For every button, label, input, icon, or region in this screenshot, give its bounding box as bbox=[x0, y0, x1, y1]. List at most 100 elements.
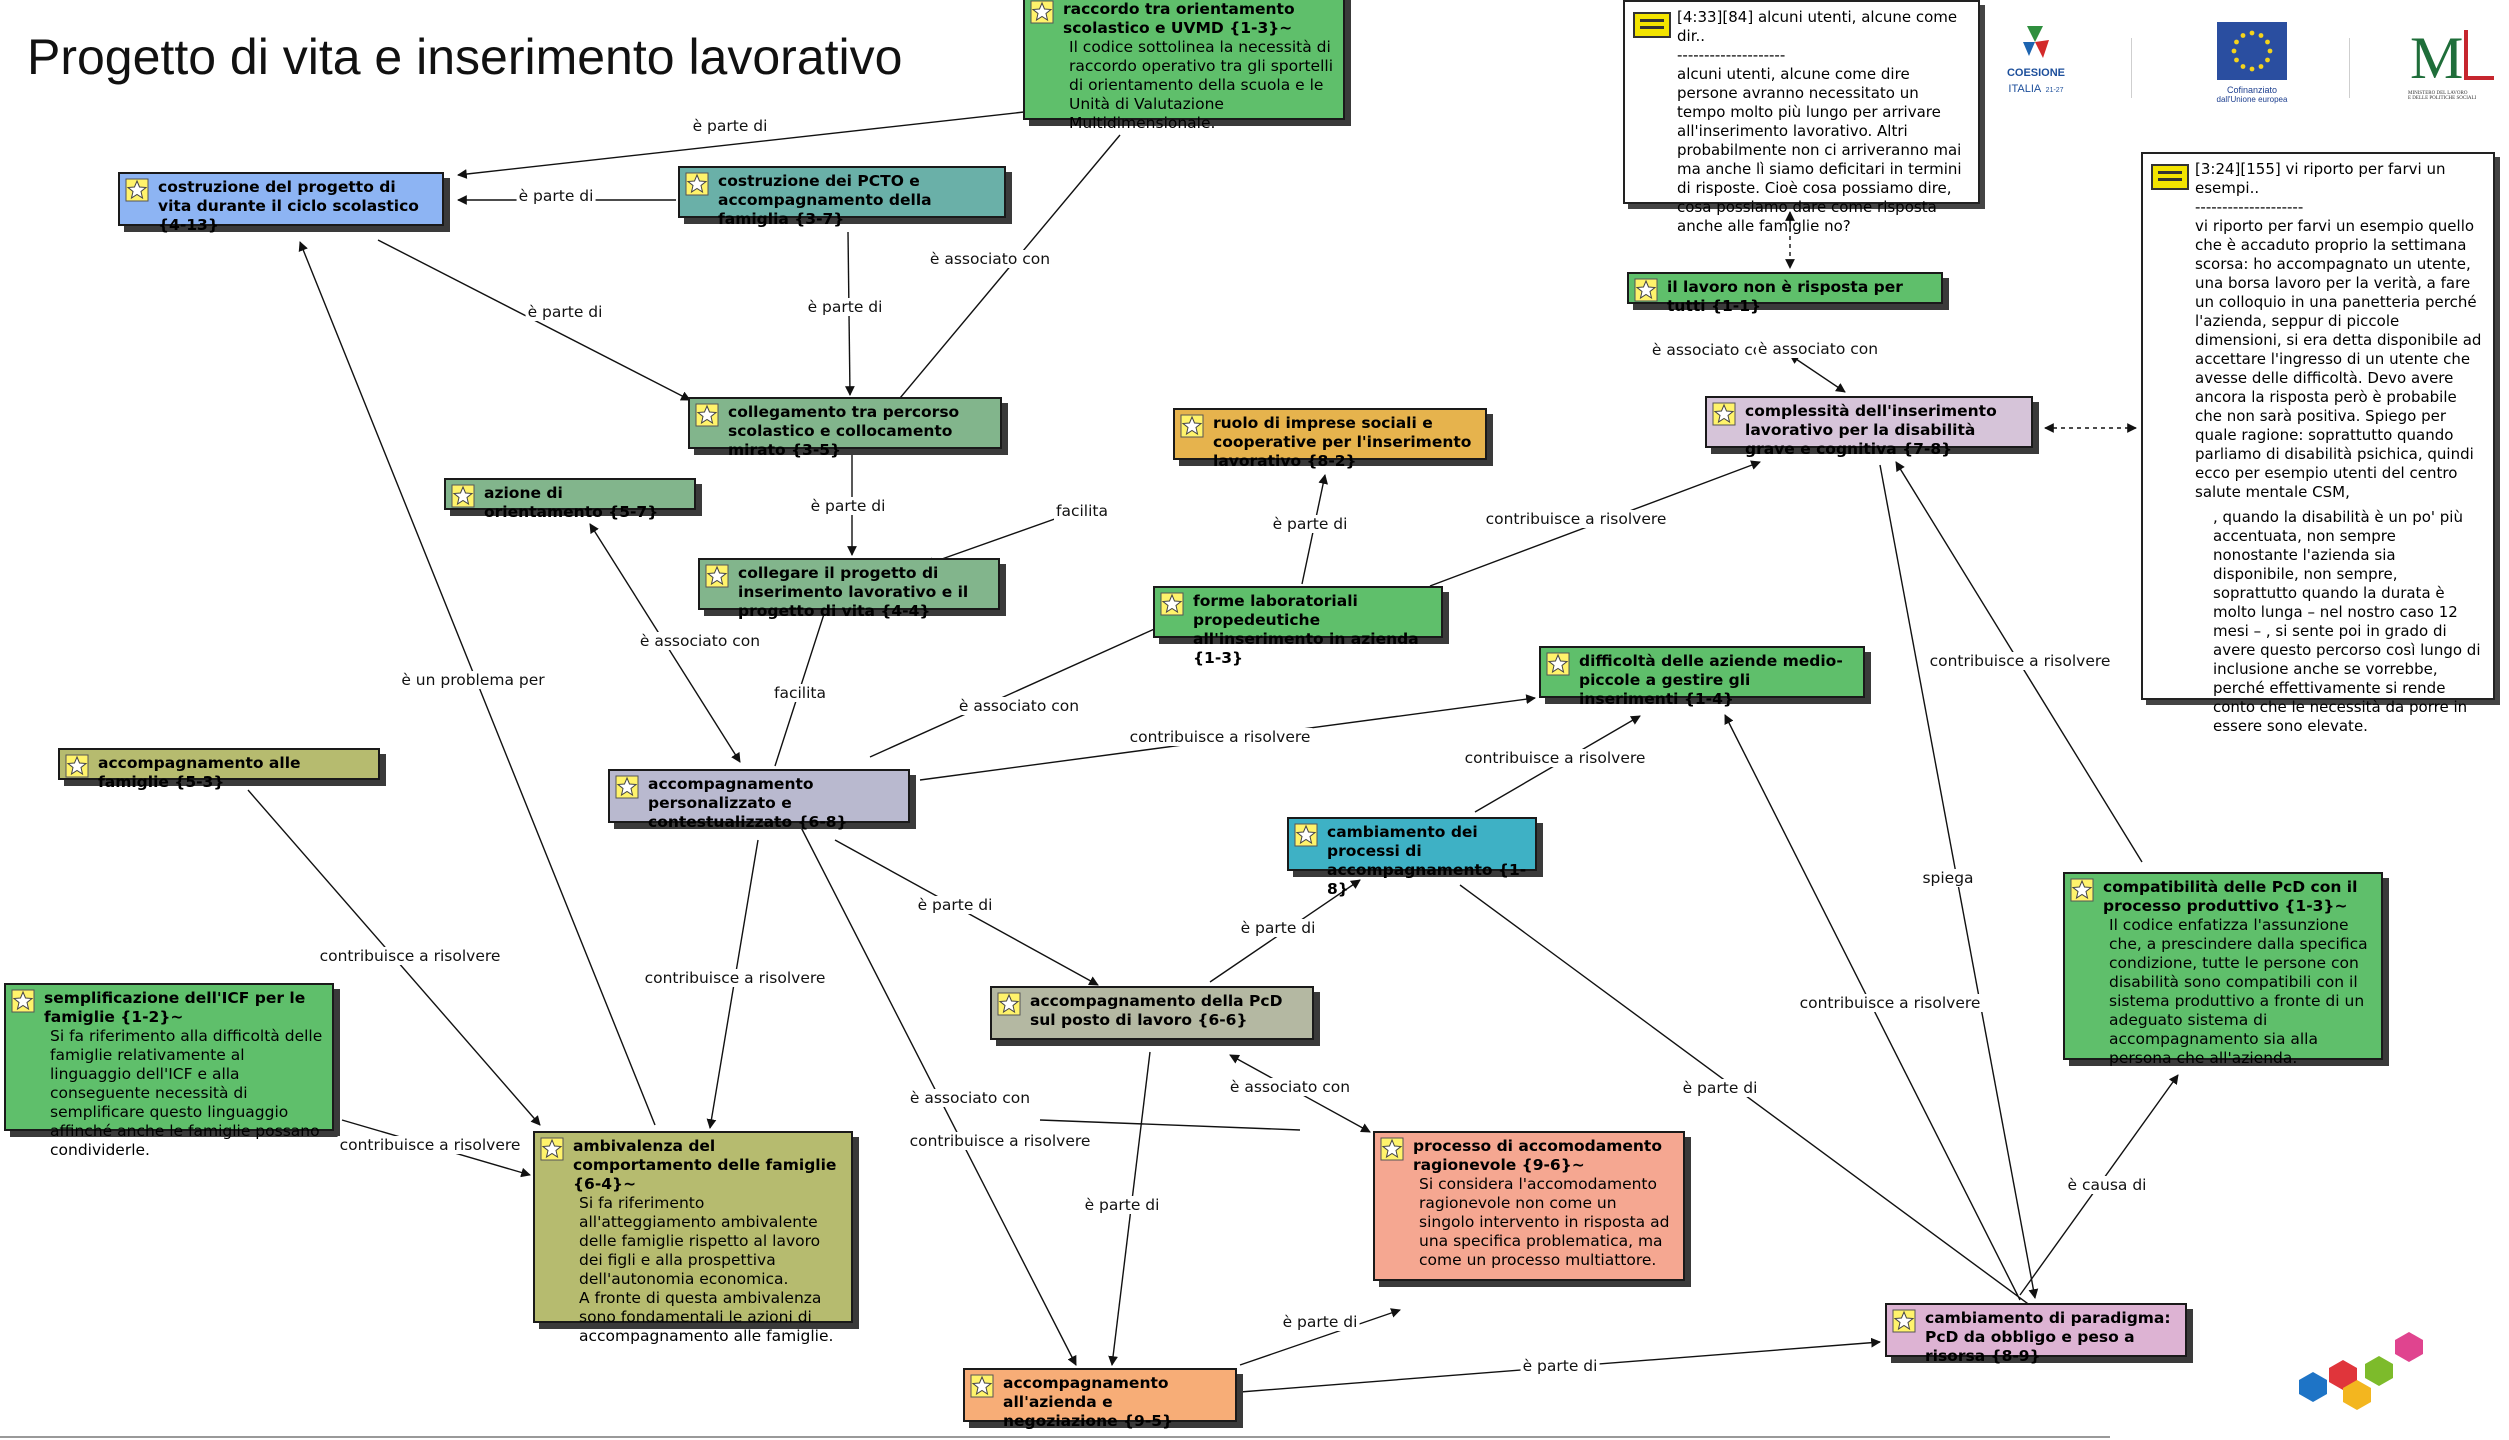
relation-label: facilita bbox=[1054, 502, 1110, 520]
node-collegamento-percorso[interactable]: collegamento tra percorso scolastico e c… bbox=[688, 397, 1002, 459]
relation-label: è associato con bbox=[637, 632, 763, 650]
relation-label: è associato con bbox=[1227, 1078, 1353, 1096]
relation-label: è associato con bbox=[956, 697, 1082, 715]
node-title: raccordo tra orientamento scolastico e U… bbox=[1063, 0, 1295, 37]
logo-line: E DELLE POLITICHE SOCIALI bbox=[2408, 96, 2477, 101]
relation-link[interactable] bbox=[774, 579, 837, 767]
code-star-icon bbox=[1180, 414, 1204, 438]
relation-label: contribuisce a risolvere bbox=[907, 1132, 1093, 1150]
relation-label: contribuisce a risolvere bbox=[337, 1136, 523, 1154]
node-title: accompagnamento all'azienda e negoziazio… bbox=[1003, 1374, 1174, 1430]
relation-label: è un problema per bbox=[399, 671, 547, 689]
relation-link[interactable] bbox=[869, 612, 1191, 758]
relation-label: è associato con bbox=[927, 250, 1053, 268]
code-star-icon bbox=[125, 178, 149, 202]
eu-cofinanziato-logo: Cofinanziato dall'Unione europea bbox=[2194, 22, 2310, 112]
relation-link[interactable] bbox=[785, 797, 1077, 1366]
node-title: semplificazione dell'ICF per le famiglie… bbox=[44, 989, 306, 1026]
code-star-icon bbox=[1712, 402, 1736, 426]
relation-label: è parte di bbox=[1238, 919, 1318, 937]
memo-icon bbox=[1633, 12, 1671, 38]
node-difficolta-aziende[interactable]: difficoltà delle aziende medio-piccole a… bbox=[1539, 646, 1865, 708]
code-star-icon bbox=[1892, 1309, 1916, 1333]
node-title: accompagnamento alle famiglie {5-3} bbox=[98, 754, 301, 791]
memo-icon bbox=[2151, 164, 2189, 190]
code-star-icon bbox=[11, 989, 35, 1013]
code-star-icon bbox=[540, 1137, 564, 1161]
node-comment: Si fa riferimento alla difficoltà delle … bbox=[50, 1027, 323, 1159]
relation-label: è parte di bbox=[1680, 1079, 1760, 1097]
node-title: collegamento tra percorso scolastico e c… bbox=[728, 403, 960, 459]
relation-label: facilita bbox=[772, 684, 828, 702]
node-title: collegare il progetto di inserimento lav… bbox=[738, 564, 969, 620]
relation-link[interactable] bbox=[889, 134, 1121, 411]
logo-line: COESIONE bbox=[2006, 67, 2066, 79]
memo-quotation-3-24[interactable]: [3:24][155] vi riporto per farvi un esem… bbox=[2141, 152, 2495, 735]
relation-label: contribuisce a risolvere bbox=[1127, 728, 1313, 746]
relation-label: è parte di bbox=[1520, 1357, 1600, 1375]
node-pcto[interactable]: costruzione dei PCTO e accompagnamento d… bbox=[678, 166, 1006, 228]
relation-link[interactable] bbox=[1239, 1308, 1401, 1366]
code-star-icon bbox=[1634, 278, 1658, 302]
relation-link[interactable] bbox=[1459, 884, 2051, 1321]
node-title: cambiamento di paradigma: PcD da obbligo… bbox=[1925, 1309, 2171, 1365]
node-accompagnamento-pcd[interactable]: accompagnamento della PcD sul posto di l… bbox=[990, 986, 1314, 1040]
node-comment: Si fa riferimento all'atteggiamento ambi… bbox=[579, 1194, 834, 1345]
node-compatibilita-pcd[interactable]: compatibilità delle PcD con il processo … bbox=[2063, 872, 2383, 1067]
code-star-icon bbox=[2070, 878, 2094, 902]
coesione-italia-logo: COESIONE ITALIA 21-27 bbox=[2000, 22, 2072, 112]
memo-quotation-4-33[interactable]: [4:33][84] alcuni utenti, alcune come di… bbox=[1623, 0, 1980, 235]
node-ambivalenza-famiglie[interactable]: ambivalenza del comportamento delle fami… bbox=[533, 1131, 853, 1345]
memo-body: -------------------- alcuni utenti, alcu… bbox=[1677, 46, 1962, 235]
code-star-icon bbox=[615, 775, 639, 799]
relation-label: è parte di bbox=[808, 497, 888, 515]
node-lavoro-non-risposta[interactable]: il lavoro non è risposta per tutti {1-1} bbox=[1627, 272, 1943, 315]
logo-line: MINISTERO DEL LAVORO bbox=[2408, 91, 2468, 96]
node-title: ambivalenza del comportamento delle fami… bbox=[573, 1137, 837, 1193]
node-forme-laboratoriali[interactable]: forme laboratoriali propedeutiche all'in… bbox=[1153, 586, 1443, 667]
relation-link[interactable] bbox=[457, 111, 1025, 179]
code-star-icon bbox=[685, 172, 709, 196]
logo-line: ITALIA bbox=[2008, 83, 2042, 95]
node-accompagnamento-famiglie[interactable]: accompagnamento alle famiglie {5-3} bbox=[58, 748, 380, 791]
logo-line: dall'Unione europea bbox=[2216, 95, 2288, 104]
code-star-icon bbox=[997, 992, 1021, 1016]
code-star-icon bbox=[1546, 652, 1570, 676]
node-collegare-progetto[interactable]: collegare il progetto di inserimento lav… bbox=[698, 558, 1000, 620]
node-semplificazione-icf[interactable]: semplificazione dell'ICF per le famiglie… bbox=[4, 983, 334, 1159]
node-raccordo-orientamento[interactable]: raccordo tra orientamento scolastico e U… bbox=[1023, 0, 1345, 132]
relation-label: è parte di bbox=[690, 117, 770, 135]
node-ruolo-imprese-sociali[interactable]: ruolo di imprese sociali e cooperative p… bbox=[1173, 408, 1487, 470]
code-star-icon bbox=[1294, 823, 1318, 847]
decorative-cubes-logo bbox=[2299, 1332, 2423, 1410]
relation-label: è parte di bbox=[1082, 1196, 1162, 1214]
node-comment: Si considera l'accomodamento ragionevole… bbox=[1419, 1175, 1670, 1269]
coesione-mark-icon bbox=[2023, 26, 2049, 58]
node-costruzione-progetto-vita[interactable]: costruzione del progetto di vita durante… bbox=[118, 172, 444, 234]
node-accompagnamento-personalizzato[interactable]: accompagnamento personalizzato e contest… bbox=[608, 769, 910, 831]
node-processo-accomodamento[interactable]: processo di accomodamento ragionevole {9… bbox=[1373, 1131, 1685, 1281]
code-star-icon bbox=[970, 1374, 994, 1398]
svg-text:M: M bbox=[2410, 25, 2463, 86]
node-title: forme laboratoriali propedeutiche all'in… bbox=[1193, 592, 1419, 667]
logo-line: Cofinanziato bbox=[2226, 85, 2278, 95]
node-complessita-inserimento[interactable]: complessità dell'inserimento lavorativo … bbox=[1705, 396, 2033, 458]
relation-label: contribuisce a risolvere bbox=[1927, 652, 2113, 670]
relation-label: è parte di bbox=[1280, 1313, 1360, 1331]
code-star-icon bbox=[705, 564, 729, 588]
relation-link[interactable] bbox=[1039, 1119, 1301, 1131]
node-title: azione di orientamento {5-7} bbox=[484, 484, 659, 521]
node-title: ruolo di imprese sociali e cooperative p… bbox=[1213, 414, 1472, 470]
node-azione-orientamento[interactable]: azione di orientamento {5-7} bbox=[444, 478, 696, 521]
code-star-icon bbox=[695, 403, 719, 427]
node-title: compatibilità delle PcD con il processo … bbox=[2103, 878, 2358, 915]
ministero-lavoro-logo: M MINISTERO DEL LAVORO E DELLE POLITICHE… bbox=[2408, 22, 2504, 112]
node-title: complessità dell'inserimento lavorativo … bbox=[1745, 402, 1997, 458]
node-cambiamento-processi[interactable]: cambiamento dei processi di accompagname… bbox=[1287, 817, 1537, 898]
node-accompagnamento-azienda[interactable]: accompagnamento all'azienda e negoziazio… bbox=[963, 1368, 1237, 1430]
eu-flag-icon bbox=[2217, 22, 2287, 80]
relation-link[interactable] bbox=[1789, 354, 1846, 393]
memo-body: -------------------- vi riporto per farv… bbox=[2195, 198, 2482, 501]
code-star-icon bbox=[65, 754, 89, 778]
node-cambiamento-paradigma[interactable]: cambiamento di paradigma: PcD da obbligo… bbox=[1885, 1303, 2187, 1365]
